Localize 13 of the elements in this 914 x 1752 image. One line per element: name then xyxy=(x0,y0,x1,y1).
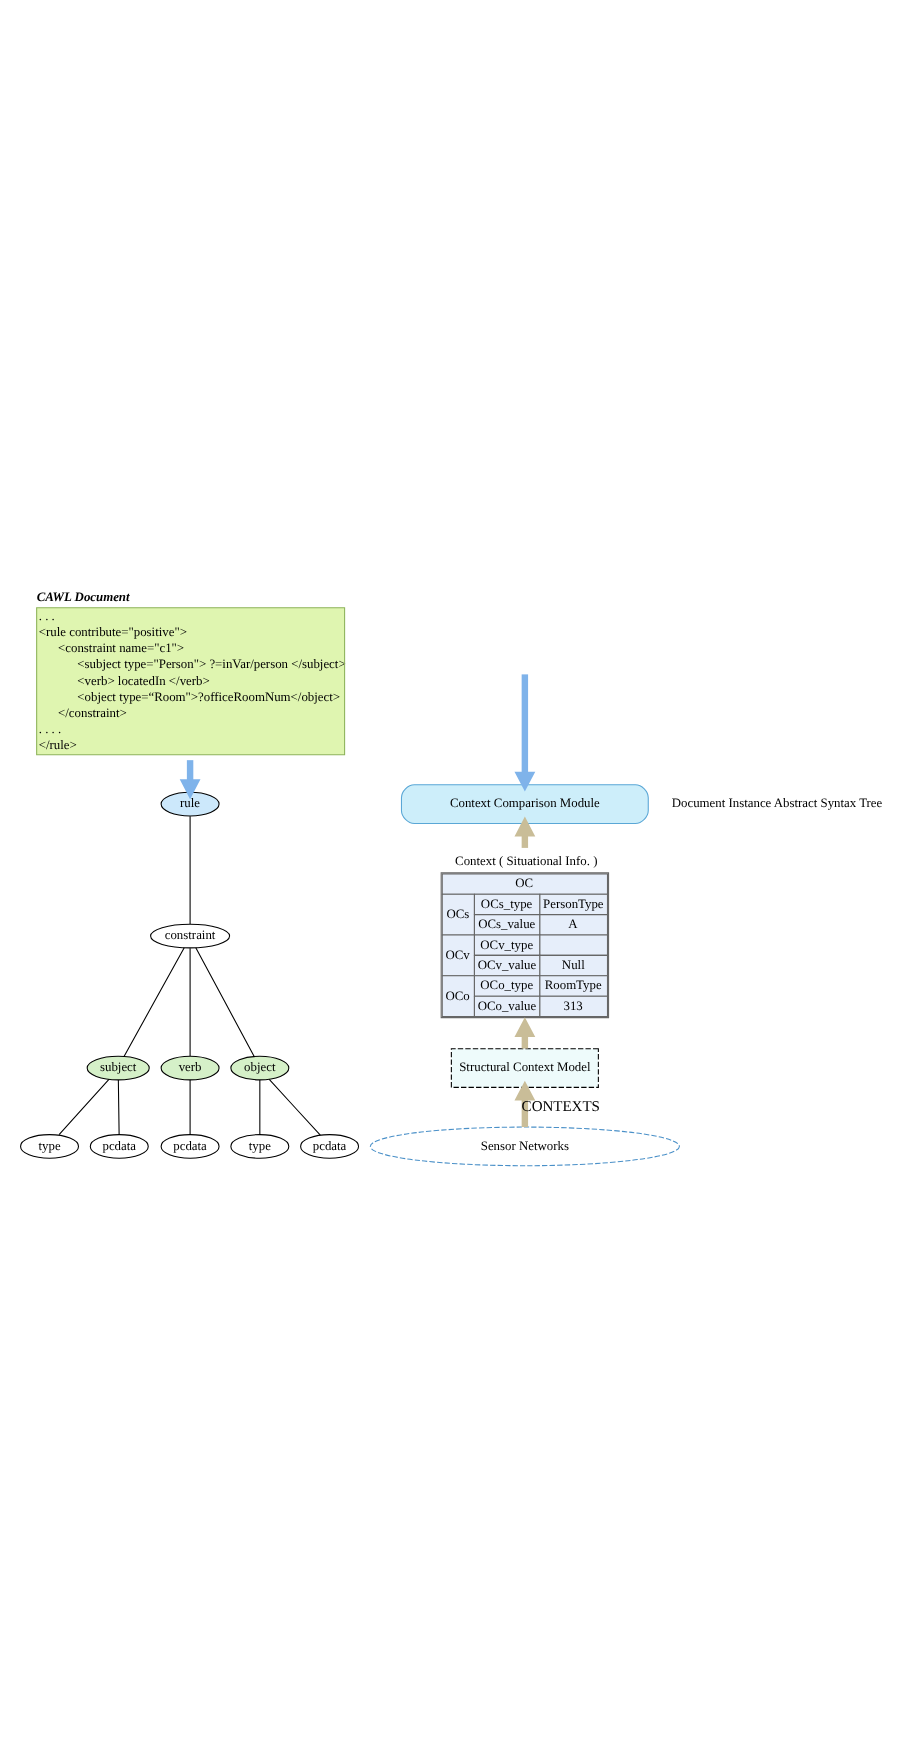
connector xyxy=(195,947,255,1057)
connector xyxy=(259,1079,261,1135)
connector xyxy=(58,1078,110,1136)
arrow xyxy=(179,760,201,800)
connector xyxy=(268,1078,321,1136)
connector xyxy=(189,815,191,925)
connector xyxy=(189,947,191,1057)
arrow xyxy=(514,1080,536,1128)
edge-label: CONTEXTS xyxy=(521,1097,600,1116)
connector xyxy=(123,947,185,1057)
connector xyxy=(117,1079,120,1135)
connector xyxy=(189,1079,191,1135)
arrow xyxy=(514,674,536,792)
